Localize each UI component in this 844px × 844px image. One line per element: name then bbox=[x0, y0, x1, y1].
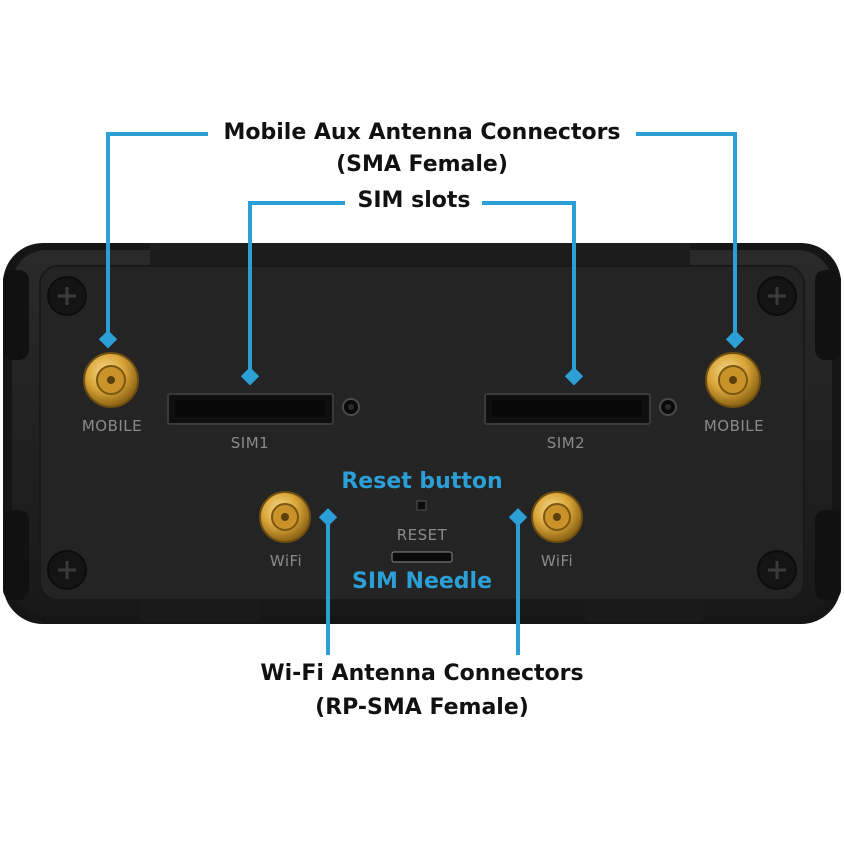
screw-icon bbox=[47, 550, 87, 590]
screw-icon bbox=[757, 276, 797, 316]
screw-icon bbox=[47, 276, 87, 316]
sim1-eject-hole bbox=[342, 398, 360, 416]
label-sim2: SIM2 bbox=[546, 434, 586, 452]
leader-sim2 bbox=[482, 201, 576, 377]
label-wifi-right: WiFi bbox=[540, 552, 574, 570]
label-mobile-right: MOBILE bbox=[703, 417, 765, 435]
callout-wifi-title: Wi-Fi Antenna Connectors bbox=[260, 661, 584, 686]
leader-mobile-right bbox=[636, 132, 737, 340]
leader-mobile-left bbox=[106, 132, 208, 340]
label-reset: RESET bbox=[396, 526, 448, 544]
label-sim1: SIM1 bbox=[230, 434, 270, 452]
sim-needle-slot bbox=[391, 551, 453, 563]
sim2-slot bbox=[484, 393, 651, 425]
sim1-slot bbox=[167, 393, 334, 425]
label-mobile-left: MOBILE bbox=[81, 417, 143, 435]
callout-wifi-subtitle: (RP-SMA Female) bbox=[315, 695, 529, 720]
callout-sim-slots: SIM slots bbox=[357, 188, 471, 213]
wifi-connector-right bbox=[531, 491, 583, 543]
leader-marker bbox=[725, 330, 745, 349]
leader-marker bbox=[564, 367, 584, 386]
router-body bbox=[3, 243, 841, 624]
screw-icon bbox=[757, 550, 797, 590]
callout-mobile-aux-subtitle: (SMA Female) bbox=[336, 152, 508, 177]
leader-lines bbox=[106, 132, 737, 655]
wifi-connector-left bbox=[259, 491, 311, 543]
leader-marker bbox=[318, 508, 338, 527]
sim2-eject-hole bbox=[659, 398, 677, 416]
mobile-connector-left bbox=[83, 352, 139, 408]
callout-mobile-aux-title: Mobile Aux Antenna Connectors bbox=[223, 120, 621, 145]
mobile-connector-right bbox=[705, 352, 761, 408]
label-wifi-left: WiFi bbox=[269, 552, 303, 570]
callout-reset-button: Reset button bbox=[341, 469, 503, 494]
callout-sim-needle: SIM Needle bbox=[351, 569, 493, 594]
leader-marker bbox=[240, 367, 260, 386]
leader-marker bbox=[508, 508, 528, 527]
reset-pinhole bbox=[416, 500, 427, 511]
leader-sim1 bbox=[248, 201, 345, 377]
